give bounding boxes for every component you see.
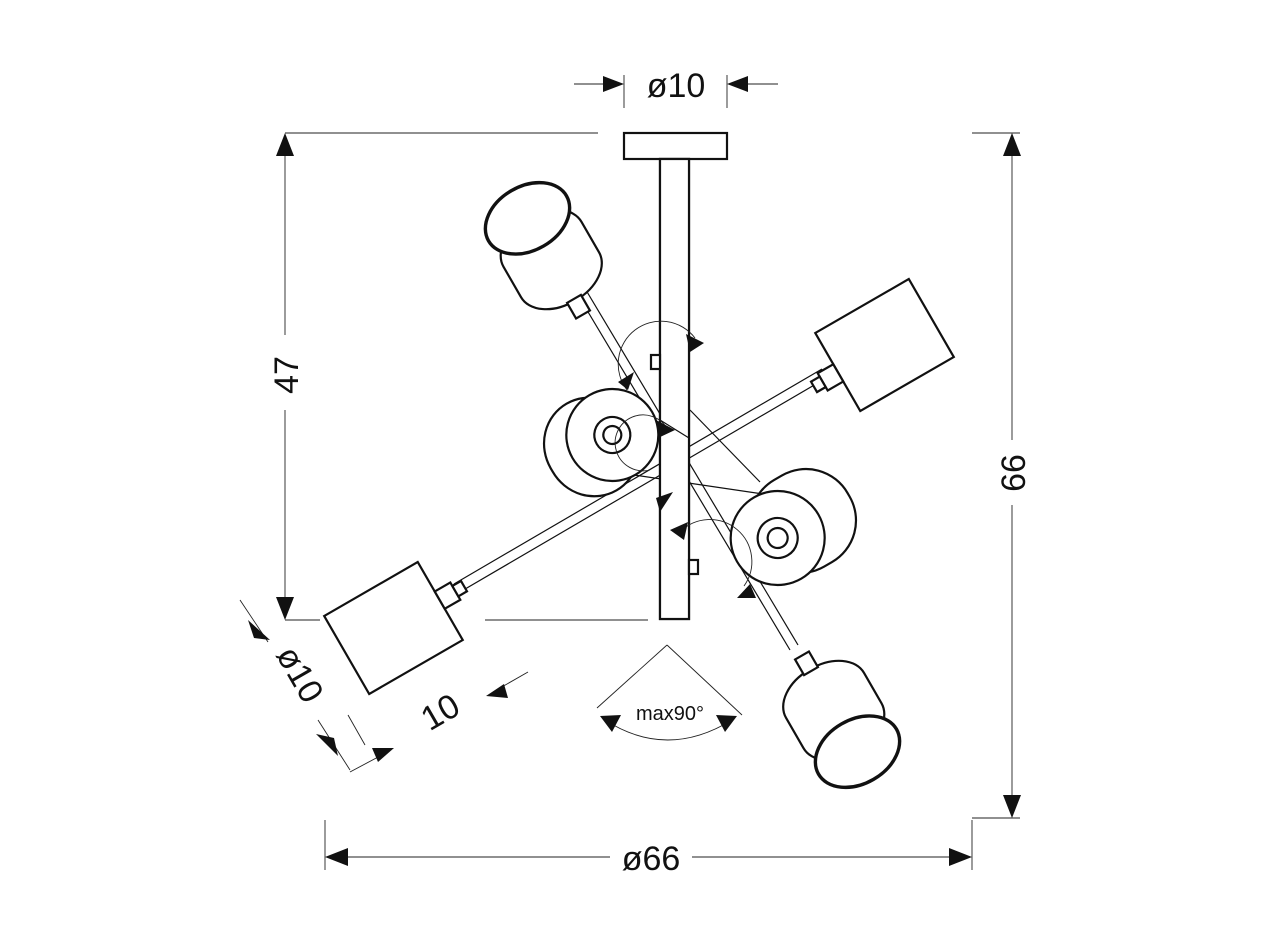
canopy-diameter-dimension: ø10 xyxy=(574,67,778,105)
extension-lines xyxy=(285,75,1020,870)
canopy-diameter-label: ø10 xyxy=(647,67,706,105)
lamp-canopy xyxy=(622,131,729,161)
total-diameter-dimension: ø66 xyxy=(325,840,972,878)
max-angle-indicator: max90° xyxy=(596,644,743,741)
total-diameter-label: ø66 xyxy=(622,840,681,878)
total-height-label: 66 xyxy=(995,454,1033,492)
shade-lower-right xyxy=(782,650,902,790)
shade-lower-left xyxy=(322,560,469,696)
shade-center-right xyxy=(729,467,858,587)
rotation-indicators xyxy=(614,320,756,598)
shade-center-left xyxy=(542,387,660,498)
height-to-arms-label: 47 xyxy=(268,356,306,394)
total-height-dimension: 66 xyxy=(995,133,1033,818)
lamp-stem-front xyxy=(649,157,700,621)
arm-lower-left-upper-right xyxy=(453,368,829,593)
max-angle-label: max90° xyxy=(636,703,704,725)
shade-upper-left xyxy=(483,180,603,320)
shade-diameter-label: ø10 xyxy=(268,640,330,710)
shade-upper-right xyxy=(809,277,956,413)
height-to-arms-dimension: 47 xyxy=(268,133,306,620)
shade-length-label: 10 xyxy=(415,687,467,739)
